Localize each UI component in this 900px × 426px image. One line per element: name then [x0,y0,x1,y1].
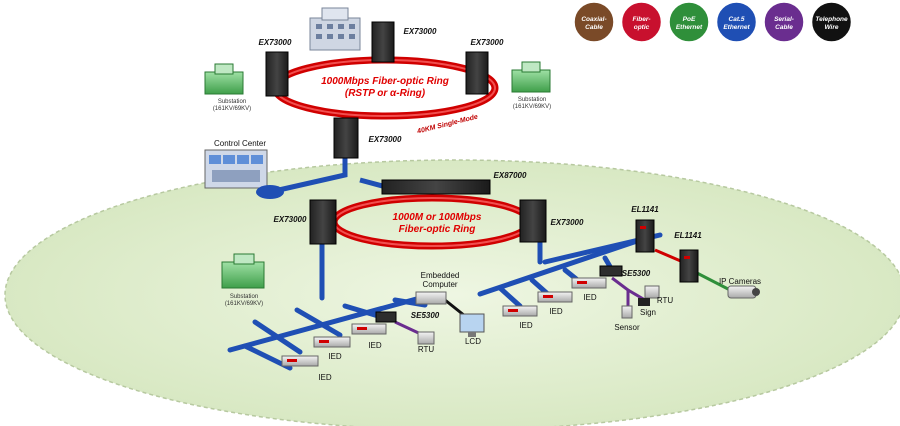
legend-label: optic [634,24,650,31]
control-center-label: Control Center [214,139,266,148]
ied-label: IED [549,307,563,316]
ied-device [313,336,351,348]
ied-device [537,291,573,303]
converter-el2 [679,249,699,283]
substation-sub: (161KV/69KV) [513,104,551,110]
ied-label: IED [368,341,382,350]
ied-device [571,277,607,289]
legend-label: Ethernet [723,24,750,31]
legend-swatch [763,1,805,43]
embedded-computer [415,291,447,305]
ied-label: IED [583,293,597,302]
sign-label: Sign [640,308,656,317]
switch-label: EX73000 [369,135,402,144]
switch-label: EX73000 [259,38,292,47]
switch-top-right [465,51,489,95]
legend-swatch [573,1,615,43]
legend-label: Telephone [815,16,848,23]
sensor-label: Sensor [614,323,640,332]
legend-item: Fiber-optic [620,1,663,43]
sign-device [638,298,650,306]
rtu-label: RTU [418,345,435,354]
switch-core [333,117,359,159]
se5300-device [375,311,397,323]
legend-label: Fiber- [632,16,650,23]
se5300-device [599,265,623,277]
legend-swatch [620,1,663,43]
top-ring-label-1: 1000Mbps Fiber-optic Ring [321,76,449,87]
switch-label: EX73000 [274,215,307,224]
cable-legend: Coaxial-CableFiber-opticPoEEthernetCat.5… [573,1,853,43]
legend-swatch [668,1,710,43]
ied-label: IED [519,321,533,330]
substation-sub: (161KV/69KV) [225,301,263,307]
switch-label: EX73000 [404,27,437,36]
control-center-icon [204,149,284,199]
switch-mid-right [519,199,547,243]
ied-device [281,355,319,367]
substation-zone [4,159,900,426]
legend-label: Ethernet [676,24,703,31]
legend-label: Coaxial- [581,16,606,23]
ip-cameras-label: IP Cameras [719,277,761,286]
ip-camera [727,285,760,299]
substation-label: Substation [218,99,246,105]
legend-item: Serial-Cable [763,1,805,43]
substation-sub: (161KV/69KV) [213,106,251,112]
switch-top-center [371,21,395,63]
legend-item: Coaxial-Cable [573,1,615,43]
switch-mid-left [309,199,337,245]
se5300-label: SE5300 [411,311,440,320]
switch-rack [381,179,491,195]
legend-label: Cat.5 [729,16,745,23]
legend-label: PoE [683,16,696,23]
legend-swatch [715,1,758,43]
lcd-monitor [459,313,485,337]
switch-label: EX87000 [494,171,527,180]
switch-label: EX73000 [471,38,504,47]
converter-label: EL1141 [674,231,702,240]
se5300-label: SE5300 [622,269,651,278]
legend-label: Wire [824,24,838,31]
ied-label: IED [328,352,342,361]
converter-label: EL1141 [631,205,659,214]
substation-mid-left: Substation (161KV/69KV) [221,253,265,307]
ied-device [502,305,538,317]
legend-label: Serial- [774,16,794,23]
substation-top-right: Substation (161KV/69KV) [511,61,551,110]
sensor-device [621,305,633,319]
lcd-label: LCD [465,337,481,346]
switch-label: EX73000 [551,218,584,227]
top-ring-label-2: (RSTP or α-Ring) [345,88,426,99]
substation-label: Substation [518,97,546,103]
mid-ring-label-2: Fiber-optic Ring [399,224,476,235]
building-icon [309,7,361,51]
rtu-device [644,285,660,299]
embedded-label-2: Computer [422,280,457,289]
converter-el1 [635,219,655,253]
rtu-label: RTU [657,296,674,305]
switch-top-left [265,51,289,97]
left-ethernet-tree [227,237,428,371]
ied-label: IED [318,373,332,382]
rtu-device [417,331,435,345]
mid-ring-label-1: 1000M or 100Mbps [393,212,482,223]
legend-label: Cable [775,24,793,31]
substation-label: Substation [230,294,258,300]
substation-top-left: Substation (161KV/69KV) [204,63,251,112]
legend-swatch [810,1,853,43]
embedded-label-1: Embedded [421,271,460,280]
legend-label: Cable [585,24,603,31]
ied-device [351,323,387,335]
